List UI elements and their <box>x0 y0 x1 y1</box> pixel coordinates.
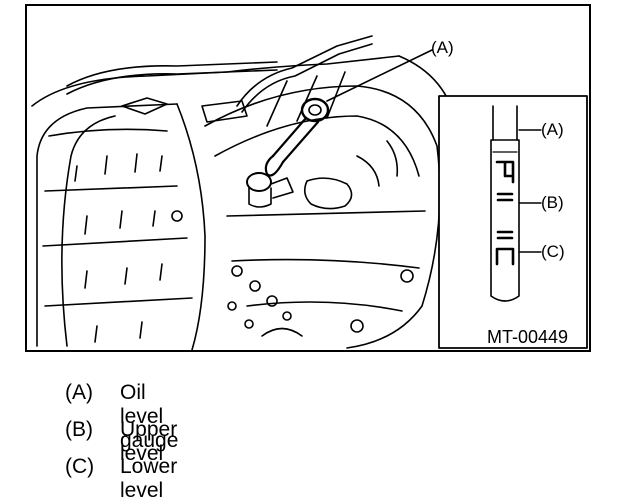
legend-code: (B) <box>65 418 93 441</box>
upper-level-mark <box>495 160 515 202</box>
oil-level-gauge-drawing <box>246 97 330 208</box>
legend-text: Lower level <box>120 455 178 502</box>
callout-leader-gauge <box>326 49 433 102</box>
lower-level-mark <box>495 230 515 266</box>
transmission-illustration <box>31 35 588 350</box>
legend-text: Upper level <box>120 418 178 465</box>
callout-a-detail: (A) <box>541 120 564 139</box>
callout-b-detail: (B) <box>541 193 564 212</box>
callout-a-main: (A) <box>431 38 454 57</box>
transmission-case <box>31 35 460 350</box>
figure-reference-code: MT-00449 <box>487 327 569 347</box>
callout-c-detail: (C) <box>541 242 565 261</box>
legend-code: (A) <box>65 381 93 404</box>
gauge-detail-inset <box>438 95 588 349</box>
diagram-frame: (A) (A) (B) (C) MT-00449 <box>25 4 591 352</box>
legend-code: (C) <box>65 455 95 478</box>
legend-text: Oil level gauge <box>120 381 179 452</box>
